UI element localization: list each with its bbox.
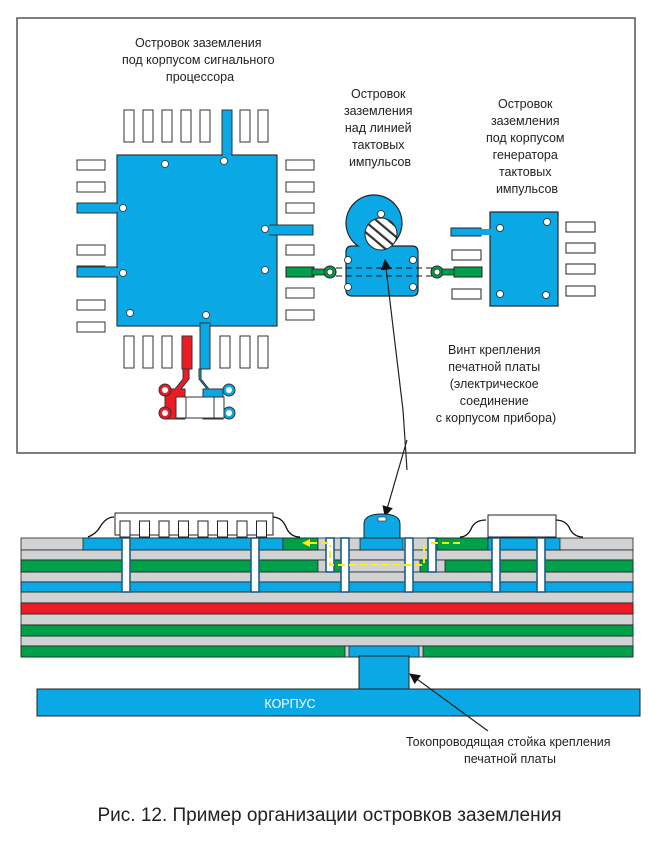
chip-lead — [87, 516, 301, 538]
via — [226, 410, 232, 416]
pin-pad — [285, 287, 315, 299]
via — [261, 266, 269, 274]
pin-pad — [76, 181, 106, 193]
via — [126, 309, 134, 317]
package-pin — [256, 520, 267, 538]
pin-pad — [161, 335, 173, 369]
via-barrel — [427, 537, 437, 573]
pin-pad — [285, 159, 315, 171]
current-arrowhead — [302, 539, 310, 547]
screw-to-section-arrow — [382, 439, 408, 518]
pin-pad — [76, 321, 106, 333]
generator-package — [487, 514, 557, 538]
package-pin — [236, 520, 248, 538]
screw-slot — [377, 516, 387, 522]
package-pin — [178, 520, 189, 538]
via-barrel — [491, 537, 501, 593]
capacitor-end — [175, 396, 187, 419]
layer-dielectric-base — [20, 613, 634, 626]
label-screw: Винт крепления печатной платы (электриче… — [436, 343, 556, 425]
pin-pad — [180, 109, 192, 143]
inner-signal-layer — [20, 559, 319, 573]
via-barrel — [121, 537, 131, 593]
label-dsp-island: Островок заземления под корпусом сигналь… — [122, 36, 278, 84]
dsp-island-plane — [116, 154, 278, 327]
pin-pad — [285, 309, 315, 321]
pin-pad — [76, 299, 106, 311]
via-barrel — [536, 537, 546, 593]
pin-pad — [285, 181, 315, 193]
clock-line-island — [285, 194, 483, 297]
via — [119, 269, 127, 277]
pin-pad — [142, 109, 154, 143]
via — [202, 311, 210, 319]
generator-ground-island — [450, 211, 596, 307]
pin-pad — [199, 109, 211, 143]
pin-pad — [123, 109, 135, 143]
package-pin — [119, 520, 131, 538]
via — [119, 204, 127, 212]
via — [226, 387, 232, 393]
pin-pad — [239, 109, 251, 143]
layer-dielectric-base — [20, 635, 634, 647]
pin-pad — [76, 244, 106, 256]
trace-join — [223, 150, 231, 158]
pin-pad — [219, 335, 231, 369]
ground-trace — [269, 224, 314, 236]
inner-ground-layer — [20, 581, 634, 593]
pin-pad — [161, 109, 173, 143]
via — [261, 225, 269, 233]
top-ground-island-screw — [359, 537, 404, 551]
screw-arrow — [380, 258, 408, 471]
bottom-signal-layer — [20, 645, 346, 658]
power-layer — [20, 602, 634, 615]
inner-signal-layer — [20, 624, 634, 637]
layer-dielectric-base — [20, 591, 634, 604]
power-trace — [181, 335, 193, 370]
ground-trace — [199, 322, 211, 370]
dsp-ground-island — [76, 109, 315, 420]
pin-pad — [257, 109, 269, 143]
pin-pad — [123, 335, 135, 369]
pin-pad — [142, 335, 154, 369]
label-generator-island: Островок заземления под корпусом генерат… — [486, 97, 568, 196]
pin-pad — [76, 159, 106, 171]
label-clock-line-island: Островок заземления над линией тактовых … — [344, 87, 416, 169]
via-barrel — [250, 537, 260, 593]
bottom-standoff-pad — [348, 645, 420, 658]
package-pin — [197, 520, 209, 538]
pin-pad — [257, 335, 269, 369]
pin-pad — [285, 244, 315, 256]
via — [162, 410, 168, 416]
package-pin — [158, 520, 170, 538]
standoff-arrow — [409, 673, 489, 732]
package-pin — [139, 520, 150, 538]
bottom-signal-layer — [422, 645, 634, 658]
trace-join — [112, 268, 120, 276]
figure-caption: Рис. 12. Пример организации островков за… — [97, 805, 562, 826]
screw-head — [363, 513, 401, 539]
package-pin — [217, 520, 228, 538]
trace-join — [266, 226, 274, 234]
via — [220, 157, 228, 165]
pcb-cross-section — [20, 512, 634, 658]
label-standoff: Токопроводящая стойка крепления печатной… — [406, 735, 614, 766]
dsp-package — [114, 512, 274, 536]
via — [161, 160, 169, 168]
capacitor-end — [213, 396, 225, 419]
pin-pad — [239, 335, 251, 369]
trace-join — [112, 204, 120, 212]
standoff — [358, 655, 410, 691]
return-current-path — [308, 542, 460, 566]
chip-lead — [459, 519, 584, 538]
chassis-label: КОРПУС — [264, 697, 315, 711]
pin-pad — [285, 202, 315, 214]
via — [162, 387, 168, 393]
chassis — [36, 688, 641, 717]
